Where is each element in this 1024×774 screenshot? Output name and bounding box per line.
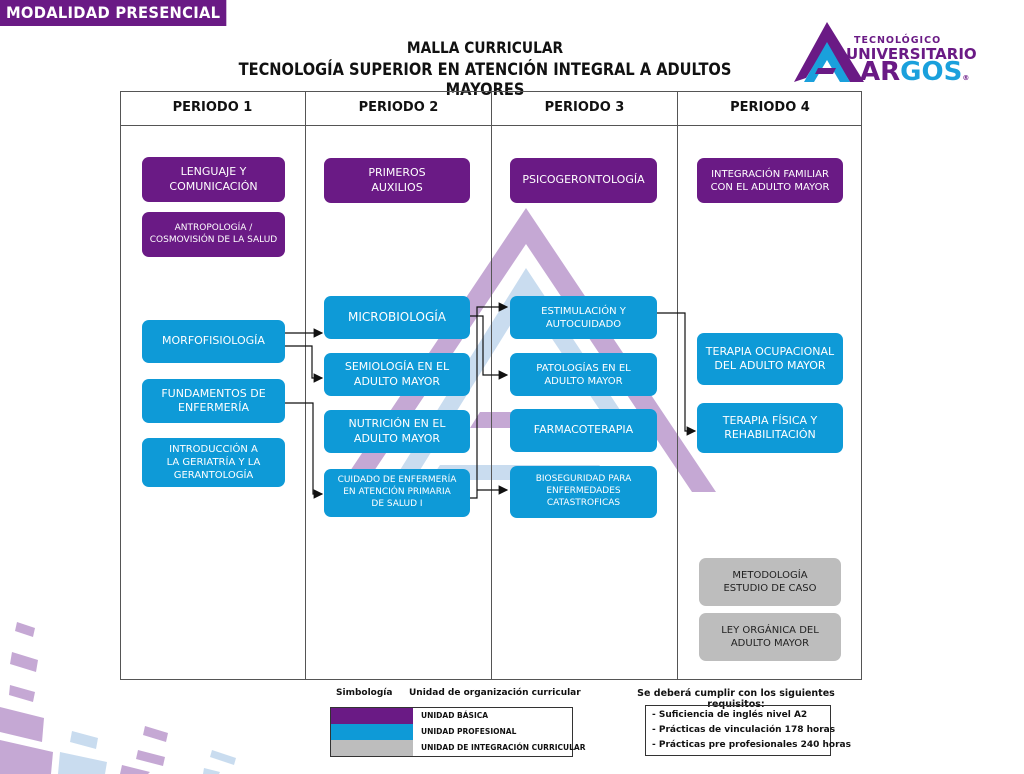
course-semiologia[interactable]: SEMIOLOGÍA EN EL ADULTO MAYOR xyxy=(324,353,470,396)
legend: UNIDAD BÁSICA UNIDAD PROFESIONAL UNIDAD … xyxy=(330,707,585,757)
requirement-item: - Prácticas pre profesionales 240 horas xyxy=(652,740,851,750)
period-header-3: PERIODO 3 xyxy=(544,100,625,115)
header-divider xyxy=(120,125,862,126)
course-nutricion[interactable]: NUTRICIÓN EN EL ADULTO MAYOR xyxy=(324,410,470,453)
legend-swatch-profesional xyxy=(331,724,413,740)
legend-item-profesional: UNIDAD PROFESIONAL xyxy=(331,724,572,740)
legend-symbology-label: Simbología xyxy=(336,688,393,698)
registered-mark: ® xyxy=(962,74,970,82)
course-ley-organica[interactable]: LEY ORGÁNICA DEL ADULTO MAYOR xyxy=(699,613,841,661)
course-integracion-familiar[interactable]: INTEGRACIÓN FAMILIAR CON EL ADULTO MAYOR xyxy=(697,158,843,203)
legend-header: Unidad de organización curricular xyxy=(409,688,581,698)
course-metodologia-estudio-caso[interactable]: METODOLOGÍA ESTUDIO DE CASO xyxy=(699,558,841,606)
argos-logo: TECNOLÓGICO UNIVERSITARIO ARGOS® xyxy=(790,18,1000,86)
legend-item-basica: UNIDAD BÁSICA xyxy=(331,708,572,724)
course-bioseguridad[interactable]: BIOSEGURIDAD PARA ENFERMEDADES CATASTROF… xyxy=(510,466,657,518)
legend-swatch-basica xyxy=(331,708,413,724)
course-primeros-auxilios[interactable]: PRIMEROS AUXILIOS xyxy=(324,158,470,203)
course-microbiologia[interactable]: MICROBIOLOGÍA xyxy=(324,296,470,339)
course-fundamentos-enfermeria[interactable]: FUNDAMENTOS DE ENFERMERÍA xyxy=(142,379,285,423)
arrow-fundamentos-cuidado xyxy=(285,402,324,499)
course-antropologia[interactable]: ANTROPOLOGÍA / COSMOVISIÓN DE LA SALUD xyxy=(142,212,285,257)
requirements-header: Se deberá cumplir con los siguientes req… xyxy=(637,688,835,710)
course-terapia-ocupacional[interactable]: TERAPIA OCUPACIONAL DEL ADULTO MAYOR xyxy=(697,333,843,385)
course-morfofisiologia[interactable]: MORFOFISIOLOGÍA xyxy=(142,320,285,363)
logo-line3: ARGOS® xyxy=(860,58,969,92)
period-header-4: PERIODO 4 xyxy=(730,100,810,115)
course-psicogerontologia[interactable]: PSICOGERONTOLOGÍA xyxy=(510,158,657,203)
column-divider xyxy=(677,91,678,680)
course-estimulacion-autocuidado[interactable]: ESTIMULACIÓN Y AUTOCUIDADO xyxy=(510,296,657,339)
arrow-estimulacion-terapia-fisica xyxy=(657,312,697,436)
arrow-microbiologia-patologias xyxy=(470,315,509,380)
logo-line2: UNIVERSITARIO xyxy=(846,45,977,63)
logo-ar: AR xyxy=(860,57,901,87)
legend-label-basica: UNIDAD BÁSICA xyxy=(421,711,489,720)
argos-triangle-icon xyxy=(794,22,864,82)
program-title: TECNOLOGÍA SUPERIOR EN ATENCIÓN INTEGRAL… xyxy=(238,60,732,100)
column-divider xyxy=(491,91,492,680)
logo-line1: TECNOLÓGICO xyxy=(854,35,942,46)
requirement-item: - Prácticas de vinculación 178 horas xyxy=(652,725,836,735)
course-lenguaje-comunicacion[interactable]: LENGUAJE Y COMUNICACIÓN xyxy=(142,157,285,202)
course-patologias[interactable]: PATOLOGÍAS EN EL ADULTO MAYOR xyxy=(510,353,657,396)
requirements-box: - Suficiencia de inglés nivel A2 - Práct… xyxy=(645,705,851,756)
legend-item-integracion: UNIDAD DE INTEGRACIÓN CURRICULAR xyxy=(331,740,585,756)
column-divider xyxy=(305,91,306,680)
legend-label-integracion: UNIDAD DE INTEGRACIÓN CURRICULAR xyxy=(421,743,586,752)
arrow-cuidado-estimulacion xyxy=(470,302,509,499)
logo-gos: GOS xyxy=(900,57,963,87)
course-cuidado-enfermeria[interactable]: CUIDADO DE ENFERMERÍA EN ATENCIÓN PRIMAR… xyxy=(324,469,470,517)
arrow-morfofisiologia-semiologia xyxy=(285,345,324,383)
course-farmacoterapia[interactable]: FARMACOTERAPIA xyxy=(510,409,657,452)
legend-label-profesional: UNIDAD PROFESIONAL xyxy=(421,727,517,736)
period-header-1: PERIODO 1 xyxy=(172,100,253,115)
legend-swatch-integracion xyxy=(331,740,413,756)
corner-pattern-icon xyxy=(0,622,236,774)
requirement-item: - Suficiencia de inglés nivel A2 xyxy=(652,710,808,720)
page-title: MALLA CURRICULAR xyxy=(406,38,564,57)
modality-banner: MODALIDAD PRESENCIAL xyxy=(0,0,227,26)
course-terapia-fisica[interactable]: TERAPIA FÍSICA Y REHABILITACIÓN xyxy=(697,403,843,453)
course-introduccion-geriatria[interactable]: INTRODUCCIÓN A LA GERIATRÍA Y LA GERANTO… xyxy=(142,438,285,487)
period-header-2: PERIODO 2 xyxy=(358,100,439,115)
